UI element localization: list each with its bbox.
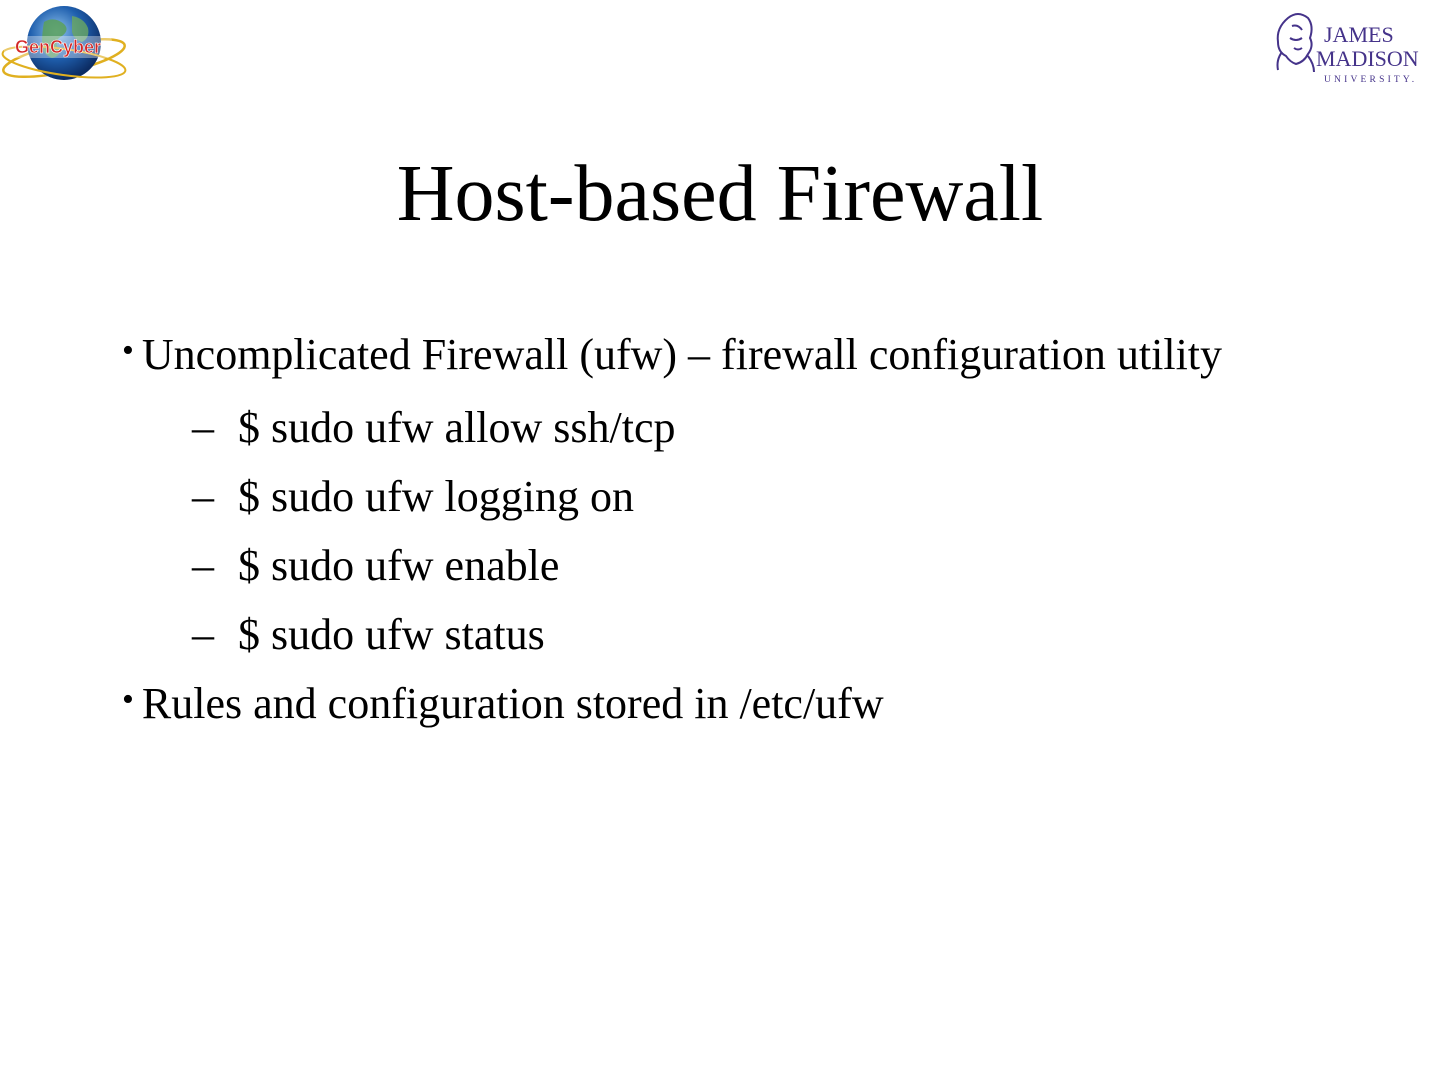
dash-symbol: –: [192, 610, 214, 659]
sub-item-text: $ sudo ufw enable: [238, 541, 560, 590]
sub-item: – $ sudo ufw logging on: [122, 468, 1262, 525]
bullet-symbol: •: [122, 681, 134, 718]
dash-symbol: –: [192, 472, 214, 521]
dash-symbol: –: [192, 403, 214, 452]
jmu-logo: JAMES MADISON UNIVERSITY.: [1276, 13, 1419, 85]
slide-title: Host-based Firewall: [396, 150, 1044, 238]
sub-item: – $ sudo ufw status: [122, 606, 1262, 663]
gencyber-logo: GenCyber: [1, 6, 127, 80]
sub-item: – $ sudo ufw enable: [122, 537, 1262, 594]
jmu-logo-line3: UNIVERSITY.: [1324, 75, 1417, 85]
sub-item-text: $ sudo ufw status: [238, 610, 545, 659]
bullet-symbol: •: [122, 332, 134, 369]
dash-symbol: –: [192, 541, 214, 590]
jmu-logo-line1: JAMES: [1324, 22, 1394, 47]
sub-item: – $ sudo ufw allow ssh/tcp: [122, 399, 1262, 456]
jmu-logo-line2: MADISON: [1316, 46, 1419, 71]
bullet-item: •Uncomplicated Firewall (ufw) – firewall…: [122, 326, 1262, 387]
bullet-text: Rules and configuration stored in /etc/u…: [141, 679, 884, 728]
bullet-item: •Rules and configuration stored in /etc/…: [122, 675, 1262, 736]
bullet-text: Uncomplicated Firewall (ufw) – firewall …: [141, 330, 1223, 379]
sub-item-text: $ sudo ufw allow ssh/tcp: [238, 403, 676, 452]
gencyber-logo-text: GenCyber: [15, 37, 101, 57]
sub-item-text: $ sudo ufw logging on: [238, 472, 634, 521]
slide-body: •Uncomplicated Firewall (ufw) – firewall…: [122, 326, 1262, 748]
